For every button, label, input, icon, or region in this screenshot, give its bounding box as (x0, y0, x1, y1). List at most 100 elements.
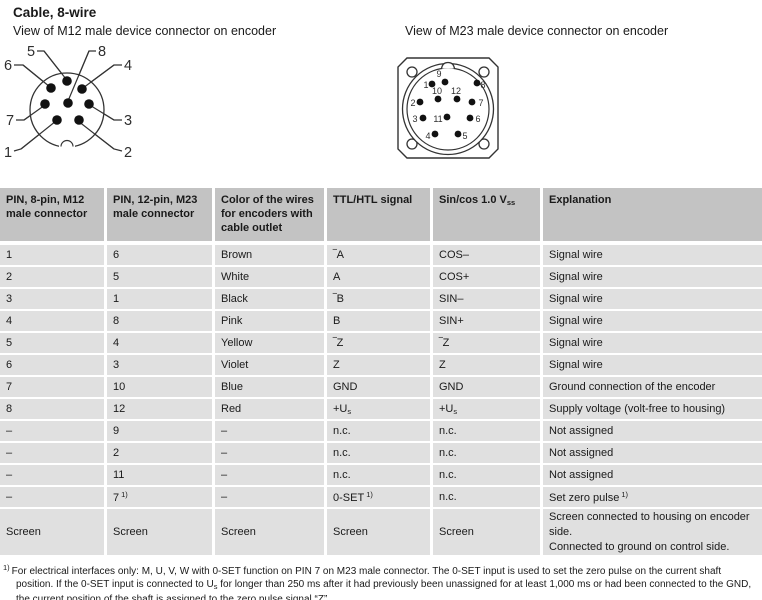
m12-pin5-dot (62, 76, 72, 86)
m12-notch-mask (59, 145, 75, 150)
cell-sincos: SIN+ (433, 311, 543, 333)
m12-pin6-dot (46, 83, 56, 93)
m23-pin6-label: 6 (475, 114, 480, 124)
cell-sincos: Screen (433, 509, 543, 557)
cell-color: – (215, 465, 327, 487)
m12-pin5-label: 5 (27, 44, 35, 60)
m12-pin1-dot (52, 115, 62, 125)
table-row: 3 1 Black ‾B SIN– Signal wire (0, 289, 762, 311)
m23-caption: View of M23 male device connector on enc… (405, 24, 669, 38)
m23-pin8-label: 8 (480, 80, 485, 90)
m23-keyway-notch (440, 61, 456, 69)
cell-ttl: ‾A (327, 245, 433, 267)
cell-color: – (215, 487, 327, 509)
m12-pin2-dot (74, 115, 84, 125)
table-row: 1 6 Brown ‾A COS– Signal wire (0, 245, 762, 267)
cell-m12: – (0, 443, 107, 465)
table-row: 4 8 Pink B SIN+ Signal wire (0, 311, 762, 333)
cell-ttl: A (327, 267, 433, 289)
cell-color: Red (215, 399, 327, 421)
m12-pin8-label: 8 (98, 44, 106, 60)
table-row: – 2 – n.c. n.c. Not assigned (0, 443, 762, 465)
m12-pin-labels: 5 8 6 4 7 3 1 2 (4, 44, 132, 161)
m12-pin3-label: 3 (124, 113, 132, 129)
m23-pin8-dot (473, 79, 481, 87)
cell-m12: 8 (0, 399, 107, 421)
m12-pin1-label: 1 (4, 145, 12, 161)
cell-m12: – (0, 465, 107, 487)
cell-m12: 7 (0, 377, 107, 399)
m12-pin7-label: 7 (6, 113, 14, 129)
m23-pin7-dot (468, 98, 476, 106)
cell-explanation: Signal wire (543, 289, 762, 311)
m12-connector-diagram: 5 8 6 4 7 3 1 2 (4, 44, 132, 161)
m12-pin3-dot (84, 99, 94, 109)
cell-explanation: Signal wire (543, 245, 762, 267)
footnote-marker: 1) (3, 563, 10, 572)
cell-m23: 6 (107, 245, 215, 267)
cell-m23: 11 (107, 465, 215, 487)
cell-ttl: n.c. (327, 465, 433, 487)
m12-leader-lines-inner (20, 50, 115, 150)
cell-explanation: Not assigned (543, 465, 762, 487)
cell-sincos: ‾Z (433, 333, 543, 355)
page-title: Cable, 8-wire (13, 5, 97, 20)
cell-explanation: Not assigned (543, 443, 762, 465)
cell-explanation: Signal wire (543, 311, 762, 333)
m12-pin4-label: 4 (124, 58, 132, 74)
table-row: 8 12 Red +Us +Us Supply voltage (volt-fr… (0, 399, 762, 421)
m23-pin1-label: 1 (423, 80, 428, 90)
m12-pin7-dot (40, 99, 50, 109)
table-header-row: PIN, 8-pin, M12 male connector PIN, 12-p… (0, 188, 762, 245)
footnote-text-2: for longer than 250 ms after it had prev… (16, 579, 752, 600)
cell-explanation: Signal wire (543, 267, 762, 289)
cell-color: – (215, 443, 327, 465)
table-row: – 11 – n.c. n.c. Not assigned (0, 465, 762, 487)
m23-connector-diagram: 9 1 8 10 12 2 7 3 11 6 4 5 (397, 57, 499, 159)
m23-pin2-dot (416, 98, 424, 106)
m23-screw-hole-tl (406, 66, 418, 78)
cell-m12: – (0, 487, 107, 509)
cell-explanation: Signal wire (543, 333, 762, 355)
cell-explanation: Not assigned (543, 421, 762, 443)
screen-explanation-line2: Connected to ground on control side. (549, 540, 730, 553)
cell-color: – (215, 421, 327, 443)
cell-color: Violet (215, 355, 327, 377)
m23-pin12-dot (453, 95, 461, 103)
m23-pin3-label: 3 (412, 114, 417, 124)
m23-pin5-dot (454, 130, 462, 138)
cell-m23: 5 (107, 267, 215, 289)
m12-pin-dots (40, 76, 94, 125)
cell-m12: 6 (0, 355, 107, 377)
cell-sincos: COS+ (433, 267, 543, 289)
m23-pin6-dot (466, 114, 474, 122)
m23-pin10-dot (434, 95, 442, 103)
cell-explanation: Screen connected to housing on encoder s… (543, 509, 762, 557)
cell-color: Pink (215, 311, 327, 333)
cell-explanation: Supply voltage (volt-free to housing) (543, 399, 762, 421)
cell-sincos: Z (433, 355, 543, 377)
m23-pin3-dot (419, 114, 427, 122)
cell-sincos: COS– (433, 245, 543, 267)
m12-pin8-dot (63, 98, 73, 108)
cell-explanation: Ground connection of the encoder (543, 377, 762, 399)
header-pin-m23: PIN, 12-pin, M23 male connector (107, 188, 215, 245)
pinout-table: PIN, 8-pin, M12 male connector PIN, 12-p… (0, 188, 762, 557)
cell-m23: 1 (107, 289, 215, 311)
cell-ttl: n.c. (327, 421, 433, 443)
m12-pin4-dot (77, 84, 87, 94)
cell-m23: 12 (107, 399, 215, 421)
table-row-screen: Screen Screen Screen Screen Screen Scree… (0, 509, 762, 557)
cell-ttl: Screen (327, 509, 433, 557)
m12-keyway-notch (60, 139, 74, 147)
table-row: – 9 – n.c. n.c. Not assigned (0, 421, 762, 443)
m23-screw-hole-tr (478, 66, 490, 78)
m23-pin9-label: 9 (436, 69, 441, 79)
m23-pin4-label: 4 (425, 131, 430, 141)
m23-screw-hole-bl (406, 138, 418, 150)
